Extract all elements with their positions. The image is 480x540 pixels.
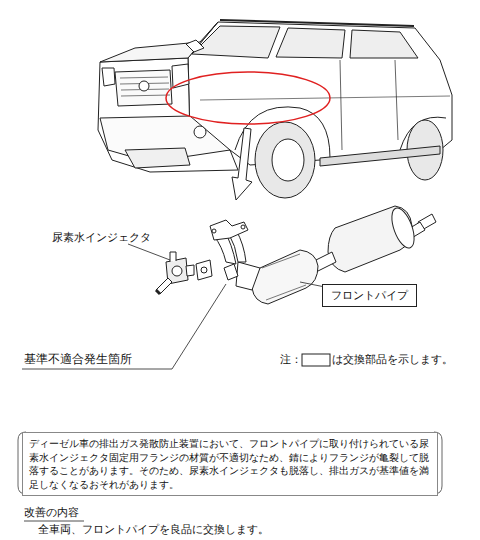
part-name-box: フロントパイプ [322,284,417,307]
part-label: 尿素水インジェクタ [52,231,151,244]
note-text: 注： [280,353,302,366]
exhaust-parts [156,205,436,304]
node-text: フロントパイプ [331,288,408,302]
node-text: ディーゼル車の排出ガス発散防止装置において、フロントパイプに取り付けられている尿… [29,437,431,491]
section-heading: 改善の内容 [24,506,79,519]
callout-label: 基準不適合発生箇所 [24,353,132,367]
car-drawing [98,20,452,198]
highlight-ellipse [166,72,330,124]
explanation-box: ディーゼル車の排出ガス発散防止装置において、フロントパイプに取り付けられている尿… [22,432,438,496]
note-swatch-box [302,354,330,366]
note-text: は交換部品を示します。 [332,353,453,366]
leader-lines [22,244,340,369]
heading-underline [24,521,84,522]
improvement-text: 全車両、フロントパイプを良品に交換します。 [38,523,269,536]
pointer-arrow [232,128,252,200]
